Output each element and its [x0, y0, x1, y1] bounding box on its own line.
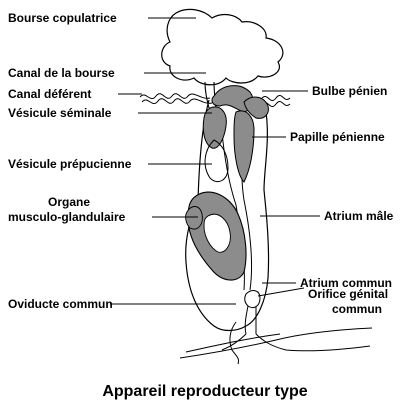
label-organe-line1: Organe	[48, 195, 90, 209]
leader-orifice	[257, 287, 305, 297]
orifice-genital-shape	[244, 290, 261, 309]
body-wall-line-2	[185, 333, 281, 353]
label-vesicule-seminale: Vésicule séminale	[8, 106, 112, 120]
label-oviducte-commun: Oviducte commun	[8, 297, 113, 311]
label-papille-penienne: Papille pénienne	[290, 130, 385, 144]
vesicule-seminale-right	[233, 110, 255, 183]
canal-deferent-right	[261, 94, 291, 102]
label-vesicule-prepucienne: Vésicule prépucienne	[8, 157, 132, 171]
label-canal-bourse: Canal de la bourse	[8, 66, 115, 80]
orifice-canal	[244, 305, 257, 335]
leader-lines	[110, 17, 320, 305]
label-canal-deferent: Canal déférent	[8, 87, 91, 101]
label-bulbe-penien: Bulbe pénien	[312, 84, 387, 98]
canal-deferent-left-2	[141, 98, 213, 105]
label-atrium-male: Atrium mâle	[324, 209, 394, 223]
label-bourse-copulatrice: Bourse copulatrice	[8, 11, 117, 25]
oviducte-stem	[229, 321, 239, 365]
label-atrium-commun: Atrium commun	[300, 276, 392, 290]
label-orifice-line2: commun	[332, 302, 382, 316]
organe-lobe-small	[185, 206, 203, 230]
label-orifice-line1: Orifice génital	[308, 287, 388, 301]
vesicule-seminale-shape	[202, 106, 227, 149]
canal-deferent-left	[139, 93, 211, 100]
bourse-copulatrice-shape	[161, 8, 284, 86]
vesicule-prepucienne-shape	[204, 139, 229, 183]
organe-lumen	[203, 213, 231, 253]
label-organe-line2: musculo-glandulaire	[8, 210, 126, 224]
diagram-title: Appareil reproducteur type	[102, 383, 307, 400]
bulbe-penien-right	[243, 96, 269, 119]
oviducte-commun-shape	[221, 333, 371, 352]
body-wall-line	[179, 327, 373, 359]
